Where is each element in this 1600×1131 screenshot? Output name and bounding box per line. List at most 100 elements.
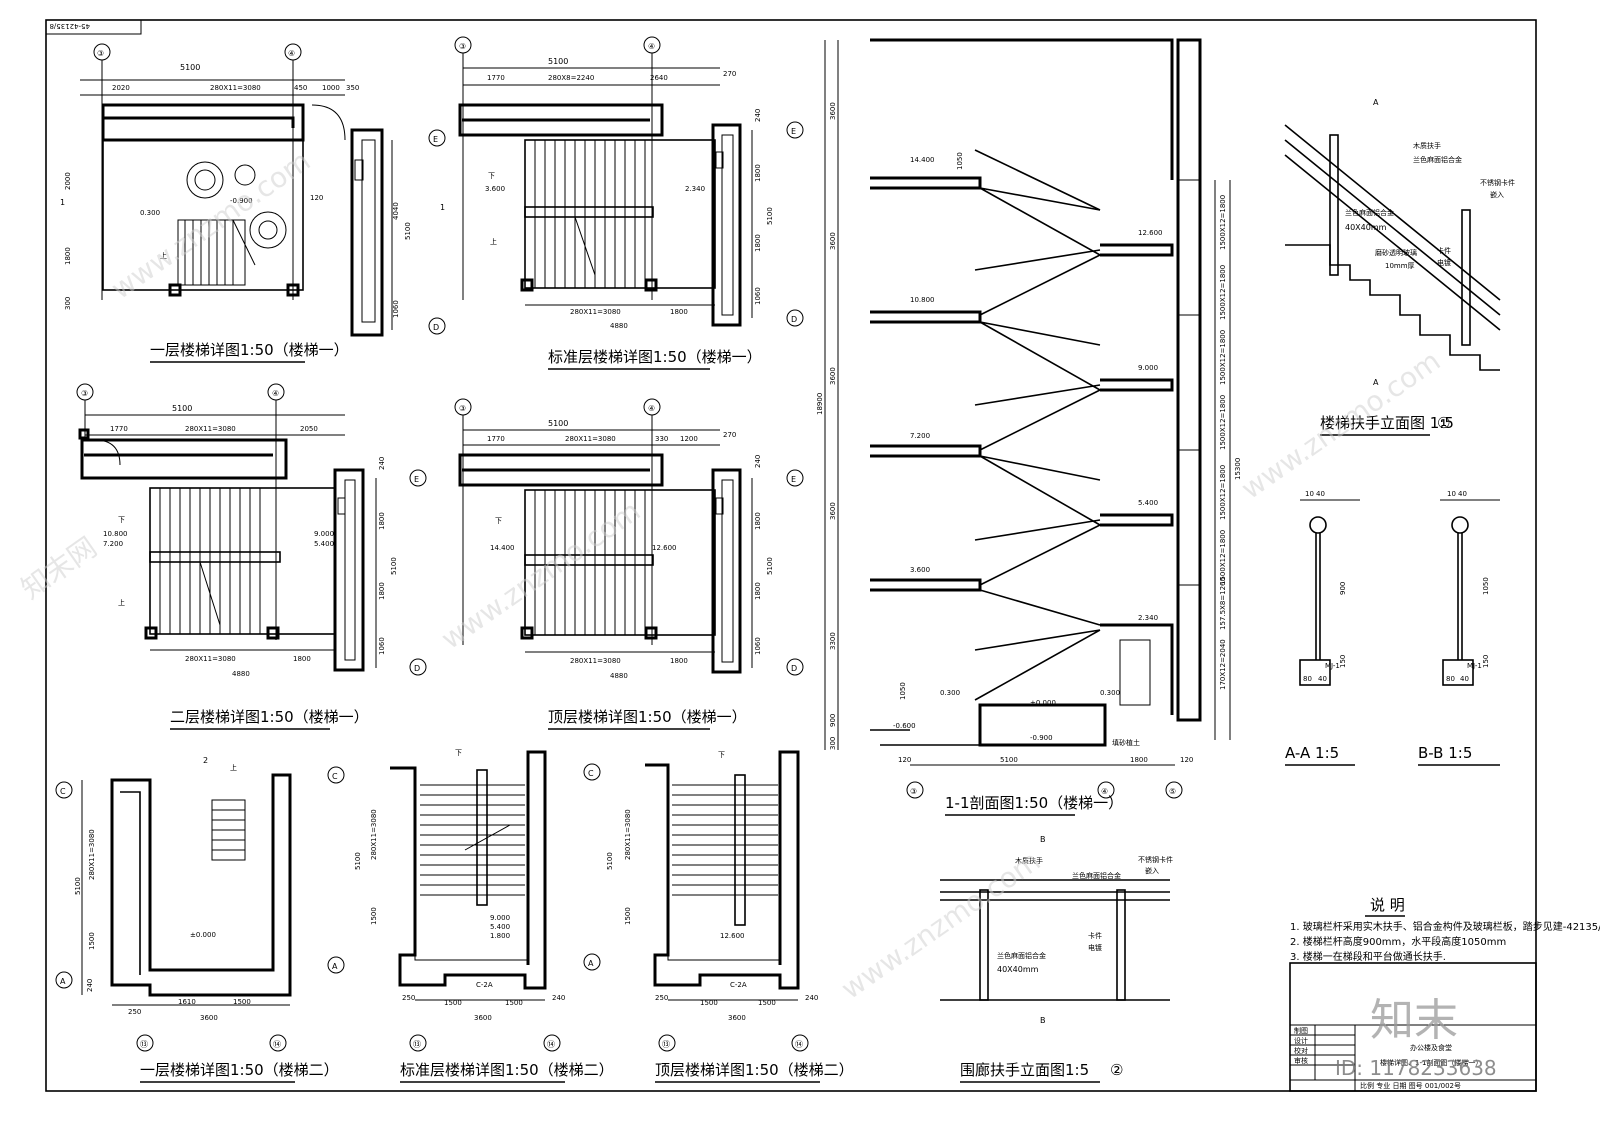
svg-text:1800: 1800	[754, 164, 762, 182]
svg-text:④: ④	[648, 404, 655, 413]
section-a-a: 10 40 900 150 MJ-1 80 40 A-A 1:5	[1285, 490, 1360, 766]
svg-text:12.600: 12.600	[652, 544, 677, 552]
svg-text:C: C	[60, 787, 66, 796]
svg-text:5.400: 5.400	[490, 923, 510, 931]
plan-top-stair1: ③ ④ 5100 1770 280X11=3080 330 1200 270 下…	[454, 398, 804, 730]
svg-text:270: 270	[723, 70, 736, 78]
svg-text:250: 250	[655, 994, 668, 1002]
title-top-stair2: 顶层楼梯详图1:50（楼梯二）	[655, 1061, 854, 1079]
svg-text:5.400: 5.400	[314, 540, 334, 548]
plan-standard-stair2: C A 5100 280X11=3080 1500 下 9.000 5.400 …	[327, 749, 614, 1083]
section-1-1: 14.400 12.600 10.800 9.000 7.200 5.400 3…	[816, 38, 1242, 816]
svg-text:1800: 1800	[378, 512, 386, 530]
svg-text:1800: 1800	[754, 582, 762, 600]
svg-text:-0.900: -0.900	[1030, 734, 1053, 742]
title-floor1-stair2: 一层楼梯详图1:50（楼梯二）	[140, 1061, 339, 1079]
svg-text:10.800: 10.800	[103, 530, 128, 538]
note-1: 1. 玻璃栏杆采用实木扶手、铝合金构件及玻璃栏板，踏步见建-42135/7.	[1290, 920, 1600, 933]
svg-text:1500: 1500	[505, 999, 523, 1007]
svg-text:150: 150	[1339, 655, 1347, 668]
svg-text:1500: 1500	[233, 998, 251, 1006]
svg-text:240: 240	[552, 994, 565, 1002]
svg-text:280X11=3080: 280X11=3080	[570, 657, 621, 665]
svg-text:240: 240	[86, 979, 94, 992]
plan-top-stair2: C A 5100 280X11=3080 1500 下 12.600 C-2A …	[583, 750, 854, 1083]
svg-text:1500: 1500	[624, 907, 632, 925]
svg-text:1500: 1500	[444, 999, 462, 1007]
stair1-floor2-treads	[159, 488, 261, 634]
svg-text:170X12=2040: 170X12=2040	[1219, 639, 1227, 690]
svg-text:5100: 5100	[548, 57, 568, 66]
svg-text:下: 下	[718, 751, 725, 759]
svg-text:E: E	[791, 127, 796, 136]
svg-text:1500: 1500	[700, 999, 718, 1007]
svg-text:300: 300	[64, 297, 72, 310]
svg-text:4880: 4880	[610, 672, 628, 680]
svg-text:280X11=3080: 280X11=3080	[185, 425, 236, 433]
svg-text:设计: 设计	[1294, 1036, 1308, 1045]
svg-text:C: C	[588, 769, 594, 778]
svg-text:B: B	[1040, 835, 1046, 844]
shrub-symbols	[186, 161, 287, 249]
svg-text:1800: 1800	[378, 582, 386, 600]
title-section-1-1: 1-1剖面图1:50（楼梯一）	[945, 794, 1123, 812]
svg-text:上: 上	[118, 598, 125, 607]
svg-text:2640: 2640	[650, 74, 668, 82]
title-block: 制图 设计 校对 审核 办公楼及食堂 楼梯详图、1-1剖面图（楼梯一） 比例 专…	[1289, 962, 1537, 1092]
svg-text:C-2A: C-2A	[476, 981, 493, 989]
svg-text:1500X12=1800: 1500X12=1800	[1219, 465, 1227, 520]
title-floor2-stair1: 二层楼梯详图1:50（楼梯一）	[170, 708, 369, 726]
plan-standard-stair1: ③ ④ 5100 1770 280X8=2240 2640 270 下 上 3.…	[440, 36, 804, 370]
svg-text:B: B	[1040, 1016, 1046, 1025]
svg-text:9.000: 9.000	[490, 914, 510, 922]
svg-text:⑤: ⑤	[1169, 787, 1176, 796]
svg-text:1500: 1500	[758, 999, 776, 1007]
svg-text:3.600: 3.600	[485, 185, 505, 193]
stair2-std-treads	[420, 784, 525, 896]
svg-text:3600: 3600	[200, 1014, 218, 1022]
svg-text:1.800: 1.800	[490, 932, 510, 940]
svg-text:5100: 5100	[1000, 756, 1018, 764]
svg-text:下: 下	[488, 172, 495, 180]
note-2: 2. 楼梯栏杆高度900mm，水平段高度1050mm	[1290, 935, 1506, 948]
svg-text:120: 120	[898, 756, 911, 764]
svg-text:D: D	[791, 315, 797, 324]
svg-text:150: 150	[1482, 655, 1490, 668]
svg-text:240: 240	[754, 455, 762, 468]
svg-text:280X11=3080: 280X11=3080	[565, 435, 616, 443]
svg-text:40X40mm: 40X40mm	[1345, 223, 1387, 232]
watermark-url: www.znzmo.com	[105, 144, 316, 306]
svg-text:③: ③	[459, 42, 466, 51]
svg-text:D: D	[791, 664, 797, 673]
svg-text:2020: 2020	[112, 84, 130, 92]
watermark-brand-cn: 知末网	[15, 531, 103, 606]
svg-text:E: E	[433, 135, 438, 144]
svg-text:上: 上	[490, 237, 497, 246]
svg-text:兰色麻面铝合金: 兰色麻面铝合金	[1072, 871, 1121, 880]
svg-text:下: 下	[455, 749, 462, 757]
svg-text:D: D	[414, 664, 420, 673]
svg-text:5100: 5100	[548, 419, 568, 428]
section-b-b: 10 40 1050 150 MJ-1 80 40 B-B 1:5	[1418, 490, 1500, 766]
svg-text:10: 10	[1447, 490, 1456, 498]
watermark-id: ID: 1178233638	[1335, 1056, 1497, 1080]
svg-text:不锈钢卡件: 不锈钢卡件	[1138, 855, 1173, 864]
svg-text:下: 下	[118, 516, 125, 524]
svg-text:15300: 15300	[1234, 458, 1242, 480]
svg-text:A: A	[60, 977, 66, 986]
svg-text:1060: 1060	[754, 287, 762, 305]
svg-text:③: ③	[910, 787, 917, 796]
svg-text:磨砂透明玻璃: 磨砂透明玻璃	[1375, 248, 1417, 257]
svg-text:-0.900: -0.900	[230, 197, 253, 205]
svg-text:3600: 3600	[474, 1014, 492, 1022]
svg-text:1500X12=1800: 1500X12=1800	[1219, 530, 1227, 585]
svg-text:1800: 1800	[754, 512, 762, 530]
svg-text:兰色麻面铝合金: 兰色麻面铝合金	[1345, 208, 1394, 217]
svg-text:填砂植土: 填砂植土	[1112, 738, 1140, 747]
svg-text:1800: 1800	[754, 234, 762, 252]
svg-text:450: 450	[294, 84, 307, 92]
svg-text:1500X12=1800: 1500X12=1800	[1219, 395, 1227, 450]
svg-text:-0.600: -0.600	[893, 722, 916, 730]
svg-text:280X11=3080: 280X11=3080	[210, 84, 261, 92]
svg-text:12.600: 12.600	[1138, 229, 1163, 237]
